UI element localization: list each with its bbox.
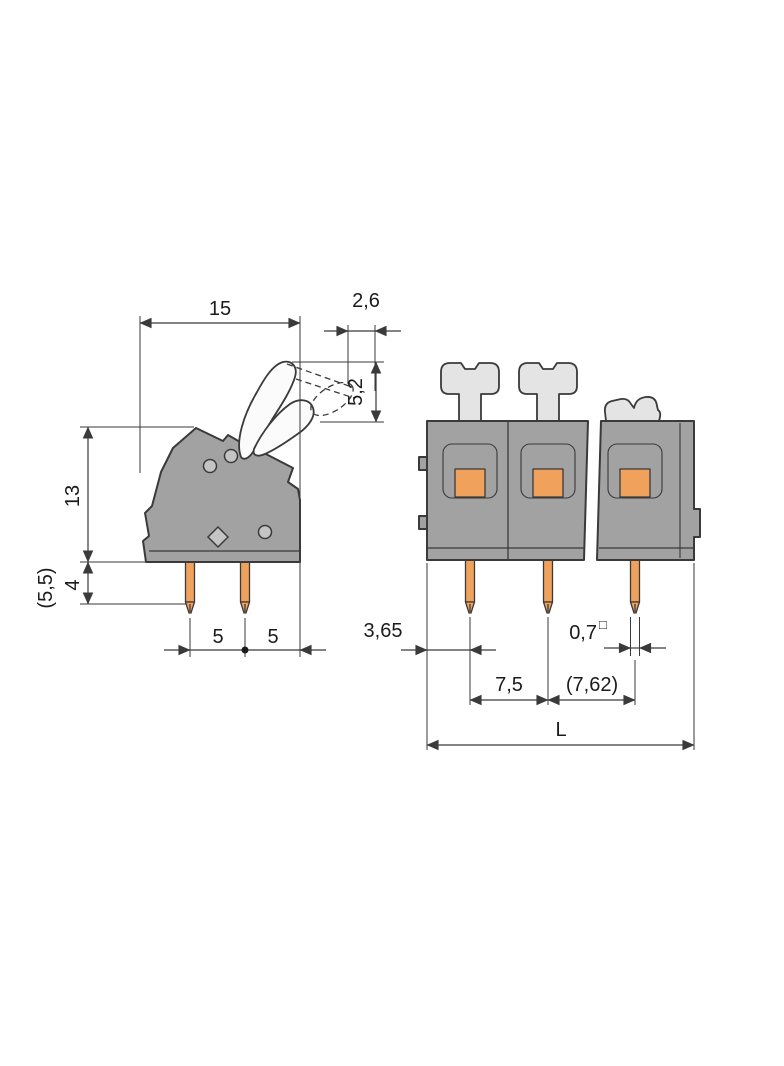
dimension-pin-pitch-side: 5 5 xyxy=(164,618,326,657)
solder-pin-front-3 xyxy=(629,559,641,614)
clamp-outline-3 xyxy=(607,443,663,499)
lever-travel-dashed-line xyxy=(295,378,355,399)
locking-clip-pole-n xyxy=(603,396,662,422)
housing-diamond-hole xyxy=(206,525,230,549)
dimension-pin-length: 4 (5,5) xyxy=(35,561,186,609)
dimension-pin-pitch-front: 7,5 xyxy=(469,617,549,706)
dim-label-13: 13 xyxy=(62,485,84,507)
dim-label-3-65: 3,65 xyxy=(364,620,403,642)
dimension-overall-length: L xyxy=(426,563,695,751)
solder-pin-side-left xyxy=(184,561,196,614)
dim-label-7-5: 7,5 xyxy=(495,674,523,696)
square-cross-section-symbol: □ xyxy=(599,617,607,632)
wire-entry-port-1 xyxy=(454,468,486,498)
solder-pin-front-2 xyxy=(542,559,554,614)
lever-travel-dashed-line xyxy=(286,363,350,387)
dim-label-5-2: 5,2 xyxy=(345,378,367,406)
push-button-2 xyxy=(518,362,578,422)
housing-hole xyxy=(202,458,218,474)
dim-label-15: 15 xyxy=(209,298,231,320)
lever-finger xyxy=(252,399,315,457)
dim-label-2-6: 2,6 xyxy=(352,290,380,312)
side-view: 15 2,6 5,2 13 4 xyxy=(35,290,401,657)
solder-pin-front-1 xyxy=(464,559,476,614)
dim-label-7-62: (7,62) xyxy=(566,674,618,696)
housing-hole xyxy=(223,448,239,464)
front-view: 3,65 0,7 □ 7,5 (7,62) L xyxy=(364,362,701,751)
dim-label-5-left: 5 xyxy=(212,626,223,648)
lever-open-position-dashed xyxy=(310,381,354,417)
wire-entry-port-3 xyxy=(619,468,651,498)
push-button-1 xyxy=(440,362,500,422)
dimension-pin-pitch-alt: (7,62) xyxy=(547,660,636,706)
dimension-pin-cross-section: 0,7 □ xyxy=(569,617,666,656)
housing-hole xyxy=(257,524,273,540)
dim-label-L: L xyxy=(555,719,566,741)
solder-pin-side-right xyxy=(239,561,251,614)
clamp-outline-1 xyxy=(442,443,498,499)
dim-label-5-5-alt: (5,5) xyxy=(35,567,57,608)
dimension-lever-travel: 2,6 xyxy=(324,290,401,391)
dim-label-5-right: 5 xyxy=(267,626,278,648)
dimension-total-width: 15 xyxy=(139,298,301,657)
clamp-outline-2 xyxy=(520,443,576,499)
dim-label-4: 4 xyxy=(62,579,84,590)
dim-label-0-7: 0,7 xyxy=(569,622,597,644)
dimension-lever-tip-height: 5,2 xyxy=(292,361,384,423)
dimension-edge-to-pin: 3,65 xyxy=(364,563,496,750)
wire-entry-port-2 xyxy=(532,468,564,498)
center-reference-dot xyxy=(241,646,249,654)
